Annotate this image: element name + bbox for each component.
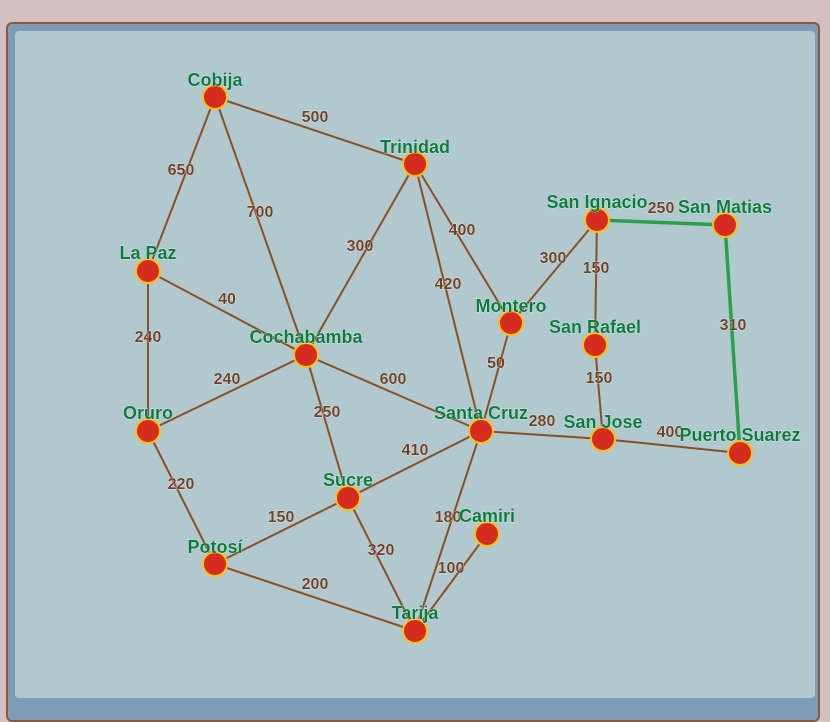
city-node-san-jose[interactable] — [590, 426, 616, 452]
road-sucre-santa-cruz — [347, 430, 482, 499]
road-weight-san-ignacio-san-matias: 250 — [648, 200, 675, 217]
city-label-san-jose: San Jose — [563, 412, 642, 432]
road-san-rafael-san-jose — [594, 344, 604, 440]
road-weight-san-ignacio-san-rafael: 150 — [583, 260, 610, 277]
city-node-san-rafael[interactable] — [582, 332, 608, 358]
road-cochabamba-oruro — [147, 354, 307, 432]
city-node-cochabamba[interactable] — [293, 342, 319, 368]
road-weight-potosi-tarija: 200 — [302, 576, 329, 593]
road-sucre-tarija — [347, 497, 416, 632]
road-san-jose-puerto-suarez — [602, 438, 741, 454]
road-weight-oruro-potosi: 220 — [168, 476, 195, 493]
road-weight-trinidad-cochabamba: 300 — [347, 238, 374, 255]
city-label-santa-cruz: Santa Cruz — [434, 403, 528, 423]
city-label-san-rafael: San Rafael — [549, 317, 641, 337]
road-weight-trinidad-santa-cruz: 420 — [435, 276, 462, 293]
city-label-sucre: Sucre — [323, 470, 373, 490]
road-san-ignacio-san-rafael — [594, 219, 598, 346]
road-cobija-la-paz — [147, 96, 216, 272]
road-weight-san-matias-puerto-suarez: 310 — [720, 317, 747, 334]
city-node-montero[interactable] — [498, 310, 524, 336]
road-weight-sucre-potosi: 150 — [268, 509, 295, 526]
city-node-sucre[interactable] — [335, 485, 361, 511]
road-weight-santa-cruz-san-jose: 280 — [529, 413, 556, 430]
road-weights-layer: 500 650 700 300 420 400 40 240 240 600 250 220 410 15… — [134, 109, 747, 594]
city-label-montero: Montero — [476, 296, 547, 316]
road-san-ignacio-san-matias-highlighted — [595, 218, 727, 227]
city-node-camiri[interactable] — [474, 521, 500, 547]
city-node-oruro[interactable] — [135, 418, 161, 444]
road-oruro-potosi — [147, 430, 216, 565]
city-label-san-ignacio: San Ignacio — [546, 192, 647, 212]
city-label-cobija: Cobija — [187, 70, 243, 90]
city-node-san-ignacio[interactable] — [584, 207, 610, 233]
road-la-paz-cochabamba — [147, 270, 307, 356]
road-weight-cochabamba-sucre: 250 — [314, 404, 341, 421]
road-weight-montero-santa-cruz: 50 — [487, 355, 505, 372]
road-montero-santa-cruz — [480, 322, 512, 432]
road-weight-cobija-trinidad: 500 — [302, 109, 329, 126]
city-node-tarija[interactable] — [402, 618, 428, 644]
road-weight-sucre-santa-cruz: 410 — [402, 442, 429, 459]
road-weight-cobija-la-paz: 650 — [168, 162, 195, 179]
road-weight-sucre-tarija: 320 — [368, 542, 395, 559]
road-camiri-tarija — [414, 533, 488, 632]
road-weight-trinidad-montero: 400 — [449, 222, 476, 239]
city-node-la-paz[interactable] — [135, 258, 161, 284]
road-trinidad-montero — [414, 163, 512, 324]
road-weight-san-rafael-san-jose: 150 — [586, 370, 613, 387]
road-cochabamba-sucre — [305, 354, 349, 499]
city-node-san-matias[interactable] — [712, 212, 738, 238]
road-weight-la-paz-oruro: 240 — [135, 329, 162, 346]
city-label-oruro: Oruro — [123, 403, 173, 423]
road-weight-santa-cruz-tarija: 180 — [435, 509, 462, 526]
road-san-matias-puerto-suarez-highlighted — [723, 223, 742, 455]
road-cobija-cochabamba — [214, 96, 307, 356]
road-weight-cochabamba-oruro: 240 — [214, 371, 241, 388]
city-node-potosi[interactable] — [202, 551, 228, 577]
city-node-trinidad[interactable] — [402, 151, 428, 177]
road-potosi-tarija — [214, 563, 416, 632]
city-label-cochabamba: Cochabamba — [249, 327, 363, 347]
road-santa-cruz-san-jose — [480, 430, 604, 440]
road-sucre-potosi — [214, 497, 349, 565]
road-santa-cruz-tarija — [414, 430, 482, 632]
road-trinidad-santa-cruz — [414, 163, 482, 432]
road-weight-camiri-tarija: 100 — [438, 560, 465, 577]
city-node-santa-cruz[interactable] — [468, 418, 494, 444]
road-cochabamba-santa-cruz — [305, 354, 482, 432]
city-node-cobija[interactable] — [202, 84, 228, 110]
cities-layer — [135, 84, 753, 644]
road-weight-cochabamba-santa-cruz: 600 — [380, 371, 407, 388]
city-label-san-matias: San Matias — [678, 197, 772, 217]
road-cobija-trinidad — [214, 96, 416, 165]
roads-layer — [147, 96, 742, 632]
city-label-camiri: Camiri — [459, 506, 515, 526]
road-weight-montero-san-ignacio: 300 — [540, 250, 567, 267]
city-label-puerto-suarez: Puerto Suarez — [679, 425, 800, 445]
road-montero-san-ignacio — [510, 219, 598, 324]
city-label-potosi: Potosí — [187, 537, 243, 557]
road-weight-san-jose-puerto-suarez: 400 — [657, 424, 684, 441]
city-label-trinidad: Trinidad — [380, 137, 450, 157]
road-weight-cobija-cochabamba: 700 — [247, 204, 274, 221]
road-weight-la-paz-cochabamba: 40 — [218, 291, 236, 308]
city-label-tarija: Tarija — [392, 603, 440, 623]
city-label-la-paz: La Paz — [119, 243, 176, 263]
road-trinidad-cochabamba — [305, 163, 416, 356]
city-node-puerto-suarez[interactable] — [727, 440, 753, 466]
